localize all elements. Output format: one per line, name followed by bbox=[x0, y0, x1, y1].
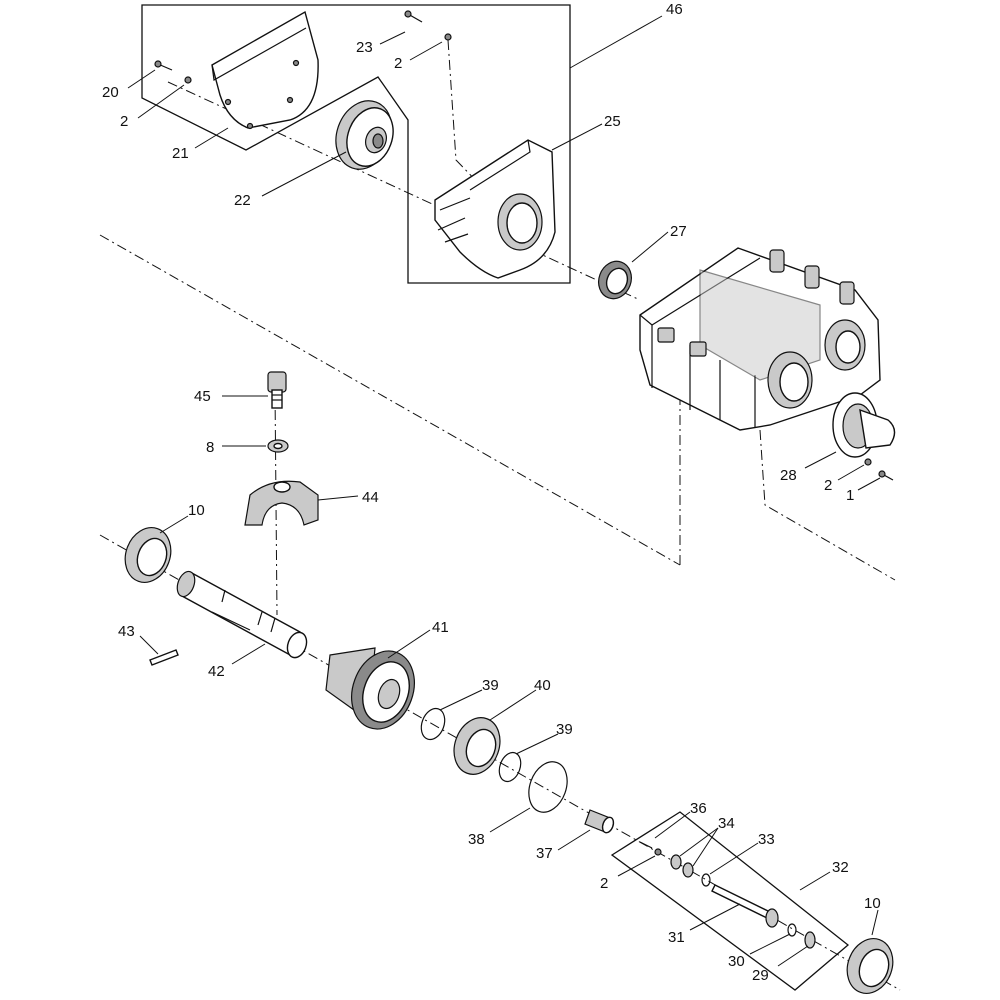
part-44-clamp bbox=[244, 480, 319, 526]
callout-27: 27 bbox=[670, 223, 687, 240]
part-2-washer-d bbox=[654, 848, 662, 856]
part-38-circlip bbox=[528, 761, 568, 813]
part-20-screw bbox=[154, 60, 173, 71]
callout-2: 2 bbox=[600, 875, 608, 892]
part-43-pin bbox=[149, 649, 179, 666]
callout-38: 38 bbox=[468, 831, 485, 848]
callout-42: 42 bbox=[208, 663, 225, 680]
callout-10: 10 bbox=[864, 895, 881, 912]
callout-2: 2 bbox=[394, 55, 402, 72]
part-28-flange bbox=[832, 392, 896, 458]
part-31-shaft bbox=[711, 884, 779, 928]
part-2-washer-a bbox=[184, 76, 192, 84]
callout-41: 41 bbox=[432, 619, 449, 636]
callout-25: 25 bbox=[604, 113, 621, 130]
part-23-screw bbox=[404, 10, 423, 23]
callout-43: 43 bbox=[118, 623, 135, 640]
callout-44: 44 bbox=[362, 489, 379, 506]
part-2-washer-c bbox=[864, 458, 872, 466]
part-42-shaft bbox=[176, 570, 308, 659]
callout-45: 45 bbox=[194, 388, 211, 405]
part-36-pin bbox=[639, 841, 653, 849]
part-8-washer bbox=[267, 439, 289, 453]
callout-39: 39 bbox=[556, 721, 573, 738]
part-33-ring bbox=[701, 873, 711, 887]
callout-20: 20 bbox=[102, 84, 119, 101]
callout-46: 46 bbox=[666, 1, 683, 18]
part-21-cover bbox=[211, 10, 319, 130]
part-25-bracket bbox=[434, 139, 556, 279]
callout-31: 31 bbox=[668, 929, 685, 946]
part-30-ring bbox=[787, 923, 797, 937]
part-29-ring bbox=[804, 931, 816, 949]
callout-1: 1 bbox=[846, 487, 854, 504]
callout-leaders bbox=[127, 15, 881, 967]
callout-23: 23 bbox=[356, 39, 373, 56]
callout-33: 33 bbox=[758, 831, 775, 848]
callout-30: 30 bbox=[728, 953, 745, 970]
callout-28: 28 bbox=[780, 467, 797, 484]
part-34-rings bbox=[670, 854, 694, 878]
callout-labels: 46 23 2 20 2 21 22 25 27 45 8 44 10 28 2… bbox=[102, 1, 881, 984]
callout-32: 32 bbox=[832, 859, 849, 876]
part-10-bearing-right bbox=[846, 938, 894, 994]
part-1-screw bbox=[878, 470, 894, 481]
callout-2: 2 bbox=[120, 113, 128, 130]
callout-22: 22 bbox=[234, 192, 251, 209]
part-39-ring-b bbox=[498, 751, 522, 783]
callout-8: 8 bbox=[206, 439, 214, 456]
kit-32-frame bbox=[610, 811, 850, 991]
part-37-bushing bbox=[584, 809, 615, 834]
part-41-gear bbox=[325, 647, 415, 730]
part-2-washer-b bbox=[444, 33, 452, 41]
callout-29: 29 bbox=[752, 967, 769, 984]
callout-2: 2 bbox=[824, 477, 832, 494]
part-40-bearing bbox=[453, 717, 501, 775]
gearbox-housing bbox=[639, 247, 881, 431]
part-39-ring-a bbox=[420, 707, 446, 741]
callout-37: 37 bbox=[536, 845, 553, 862]
kit-46-frame bbox=[141, 4, 571, 284]
part-22-pulley bbox=[335, 100, 394, 170]
part-45-bolt bbox=[267, 371, 287, 409]
part-10-bearing-left bbox=[124, 527, 172, 583]
callout-10: 10 bbox=[188, 502, 205, 519]
part-27-seal bbox=[598, 260, 632, 300]
callout-40: 40 bbox=[534, 677, 551, 694]
callout-39: 39 bbox=[482, 677, 499, 694]
callout-36: 36 bbox=[690, 800, 707, 817]
callout-34: 34 bbox=[718, 815, 735, 832]
callout-21: 21 bbox=[172, 145, 189, 162]
